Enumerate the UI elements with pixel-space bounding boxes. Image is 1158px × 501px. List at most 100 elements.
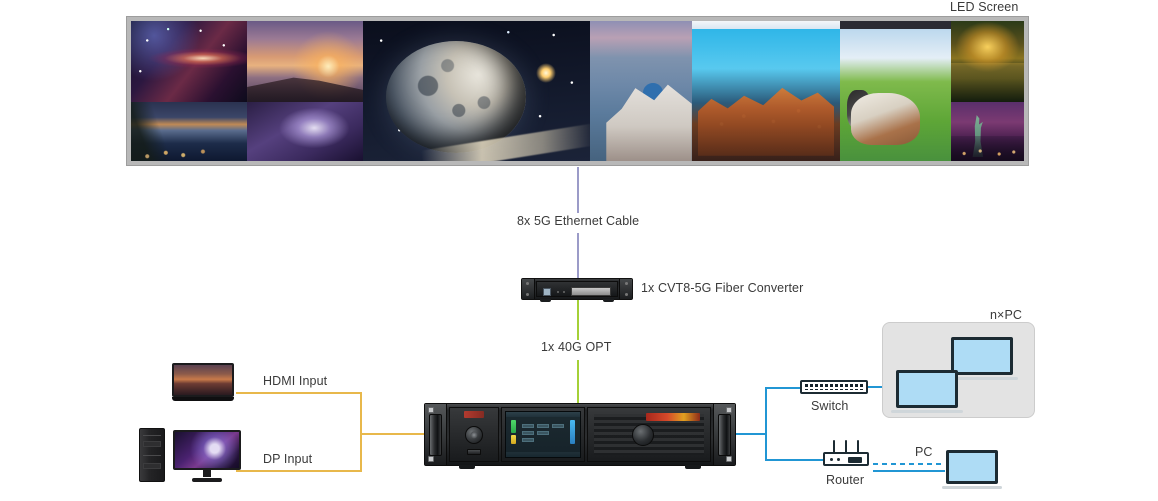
device-foot (540, 299, 551, 302)
screw-icon (625, 293, 628, 296)
lcd-cell (522, 424, 534, 428)
blue-dome-decor (642, 82, 664, 103)
status-led-icon (563, 291, 565, 293)
ethernet-wire-lower (577, 233, 579, 278)
led-panel-sunset-pier (247, 21, 364, 103)
rack-handle[interactable] (718, 414, 731, 456)
converter-module-slot[interactable] (571, 287, 611, 296)
converter-port-icon[interactable] (543, 288, 551, 296)
router-antenna (833, 440, 835, 454)
processor-control-bay (449, 407, 499, 462)
led-panel-santorini-coast (590, 21, 692, 161)
monitor-bezel (173, 430, 241, 470)
network-bus-vertical (765, 387, 767, 460)
lcd-yellow-bar (511, 435, 516, 444)
monitor-stand (192, 478, 222, 482)
temple-lights-decor (691, 29, 841, 161)
rack-handle[interactable] (429, 414, 442, 456)
tower-drive-bay (143, 441, 161, 447)
network-wire-to-switch (765, 387, 801, 389)
router-panel (848, 457, 862, 463)
video-processor-device[interactable] (424, 403, 736, 469)
processor-vent-bay (587, 407, 711, 462)
lcd-cell (522, 438, 534, 442)
switch-to-npc-wire (868, 386, 892, 388)
statue-figure (972, 115, 984, 158)
lcd-cell (537, 424, 549, 428)
desktop-tower-icon (139, 428, 165, 482)
cow-decor (846, 89, 872, 130)
led-panel-coastal-night-city (131, 102, 248, 161)
model-badge (646, 413, 700, 421)
screw-icon (726, 407, 732, 413)
device-foot (603, 299, 614, 302)
led-panel-purple-nebula (247, 102, 364, 161)
pc-label: PC (915, 445, 933, 459)
converter-faceplate (536, 281, 618, 297)
screw-icon (625, 282, 628, 285)
planet-orb (385, 40, 527, 153)
led-panel-galaxy-nebula (131, 21, 248, 103)
led-panel-golden-tree-reflection (950, 21, 1024, 103)
rack-ear-right (713, 404, 735, 465)
switch-label: Switch (811, 399, 849, 413)
screw-icon (526, 282, 529, 285)
input-bus-vertical (360, 392, 362, 472)
laptop-base (946, 377, 1018, 380)
router-led-icon (837, 458, 840, 461)
fiber-converter-label: 1x CVT8-5G Fiber Converter (641, 281, 804, 295)
wireless-link-dashed (873, 463, 941, 465)
router-antenna (857, 440, 859, 454)
processor-lcd-screen[interactable] (505, 411, 581, 458)
monitor-neck (203, 470, 211, 477)
fiber-wire-lower (577, 360, 579, 403)
led-panel-cows-green-field (840, 29, 951, 161)
ethernet-cable-label: 8x 5G Ethernet Cable (517, 214, 640, 228)
screw-icon (726, 456, 732, 462)
status-led-icon (557, 291, 559, 293)
monitor-bezel (172, 363, 234, 397)
wireless-link-solid (873, 470, 945, 472)
power-dial[interactable] (632, 424, 654, 446)
input-bus-to-processor (360, 433, 426, 435)
rack-ear-left (425, 404, 447, 465)
network-switch-icon[interactable] (800, 380, 868, 394)
fiber-wire-upper (577, 300, 579, 340)
device-foot (685, 465, 701, 469)
lcd-green-bar (511, 420, 516, 433)
lcd-cell (552, 424, 564, 428)
tower-seam (143, 455, 161, 456)
tower-drive-bay (143, 463, 161, 469)
laptop-screen (946, 450, 998, 484)
laptop-icon (946, 337, 1018, 380)
brand-logo (464, 411, 484, 418)
laptop-icon (891, 370, 963, 413)
dp-wire-horizontal (236, 470, 361, 472)
function-button[interactable] (467, 449, 481, 455)
hdmi-input-label: HDMI Input (263, 374, 328, 388)
hdmi-source-monitor (172, 363, 234, 404)
jog-knob[interactable] (465, 426, 483, 444)
screw-icon (428, 407, 434, 413)
ethernet-wire-upper (577, 167, 579, 213)
lcd-blue-bar (570, 420, 575, 444)
wifi-router-icon[interactable] (823, 440, 869, 466)
laptop-base (891, 410, 963, 413)
npc-group-box (882, 322, 1035, 418)
network-wire-from-processor (736, 433, 766, 435)
led-screen (126, 16, 1029, 166)
lcd-cell (537, 431, 549, 435)
led-panel-chinese-temple-night (691, 29, 841, 161)
fiber-converter-device[interactable] (521, 278, 633, 302)
screw-icon (526, 293, 529, 296)
router-antenna (845, 440, 847, 454)
led-panel-statue-of-liberty-skyline (950, 102, 1024, 161)
laptop-screen (951, 337, 1013, 375)
router-led-icon (830, 458, 833, 461)
laptop-screen (896, 370, 958, 408)
npc-label: n×PC (990, 308, 1023, 322)
hdmi-wire-horizontal (236, 392, 361, 394)
sun-flare (535, 63, 556, 83)
tower-seam (143, 435, 161, 436)
